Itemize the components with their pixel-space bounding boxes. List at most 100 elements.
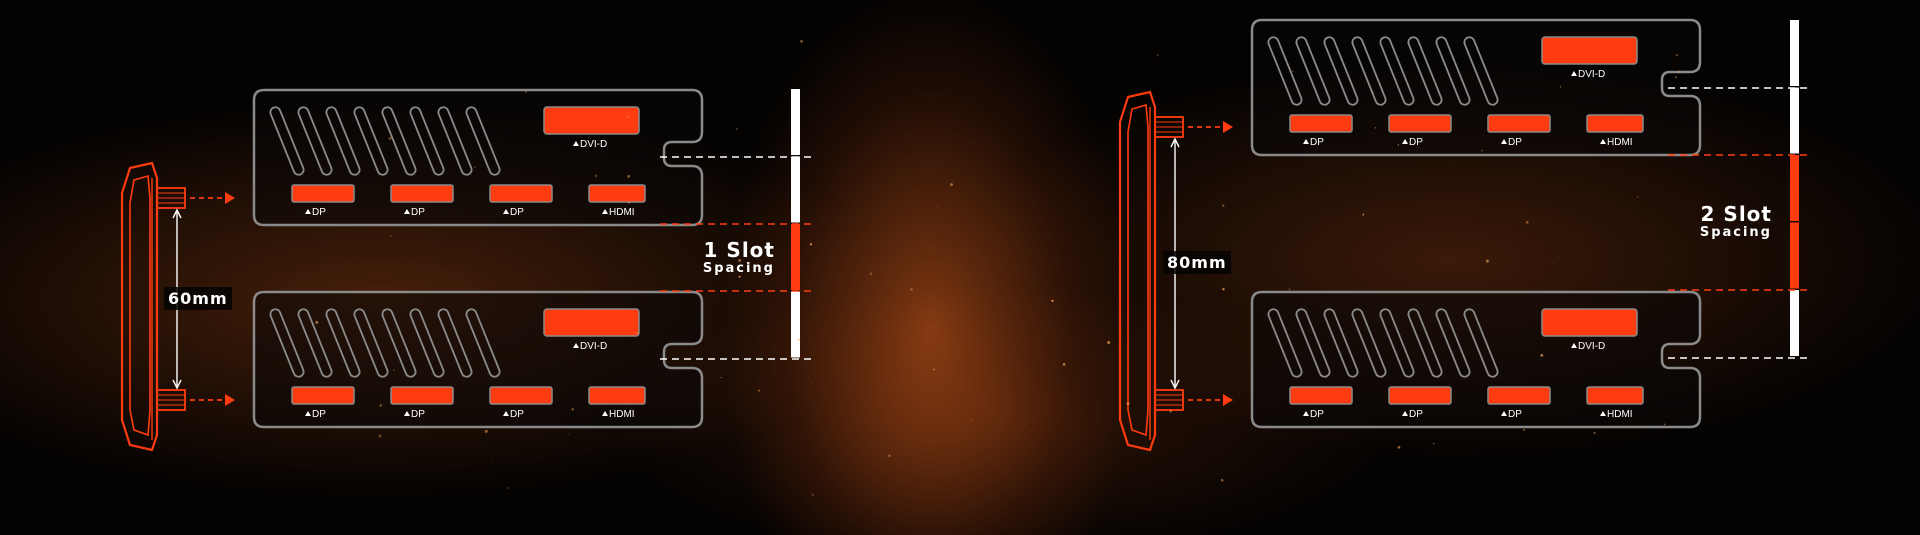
- light-particle: [1362, 214, 1364, 216]
- slot-count-text-1: 1 Slot: [703, 240, 775, 260]
- light-particle: [1170, 410, 1172, 412]
- port-label: DP: [1310, 137, 1324, 148]
- port-label: DVI-D: [1578, 341, 1605, 352]
- light-particle: [628, 202, 630, 204]
- light-particle: [910, 288, 913, 291]
- light-particle: [1127, 402, 1130, 405]
- light-particle: [812, 494, 814, 496]
- light-particle: [1523, 429, 1525, 431]
- port-label: DP: [312, 207, 326, 218]
- light-particle: [1433, 443, 1435, 445]
- light-particle: [1678, 71, 1680, 73]
- light-particle: [812, 383, 813, 384]
- slot-segment: [1790, 155, 1799, 221]
- light-particle: [1221, 479, 1224, 482]
- port-label: DP: [1409, 137, 1423, 148]
- port-label: DP: [510, 409, 524, 420]
- light-particle: [1068, 336, 1069, 337]
- light-particle: [1526, 221, 1529, 224]
- light-particle: [1560, 86, 1561, 87]
- light-particle: [1486, 260, 1489, 263]
- bridge-inner: [1128, 105, 1148, 435]
- light-particle: [525, 91, 527, 93]
- light-particle: [1482, 150, 1483, 151]
- distance-label-2: 80mm: [1163, 251, 1231, 274]
- light-particle: [1676, 54, 1678, 56]
- slot-spacing-word-1: Spacing: [703, 262, 775, 275]
- displayport-port: [292, 387, 354, 404]
- light-particle: [568, 434, 569, 435]
- dvi-port: [1542, 37, 1637, 64]
- slot-segment: [791, 89, 800, 155]
- light-particle: [971, 420, 972, 421]
- light-particle: [595, 175, 597, 177]
- light-particle: [315, 321, 318, 324]
- displayport-port: [1389, 115, 1451, 132]
- light-particle: [636, 332, 638, 334]
- light-particle: [1559, 256, 1560, 257]
- light-particle: [1373, 92, 1374, 93]
- hdmi-port: [589, 387, 645, 404]
- dvi-port: [544, 309, 639, 336]
- displayport-port: [1290, 115, 1352, 132]
- port-label: HDMI: [609, 207, 635, 218]
- light-particle: [870, 272, 873, 275]
- hdmi-port: [1587, 387, 1643, 404]
- port-label: HDMI: [1607, 137, 1633, 148]
- port-label: DP: [1508, 409, 1522, 420]
- light-particle: [739, 276, 741, 278]
- arrow-right-icon: [225, 192, 235, 204]
- arrow-right-icon: [225, 394, 235, 406]
- port-label: DP: [411, 409, 425, 420]
- light-particle: [507, 487, 508, 488]
- light-particle: [1289, 288, 1291, 290]
- light-particle: [758, 390, 760, 392]
- port-label: DVI-D: [1578, 69, 1605, 80]
- displayport-port: [490, 387, 552, 404]
- slot-segment: [791, 157, 800, 223]
- light-particle: [1398, 446, 1401, 449]
- light-particle: [388, 137, 391, 140]
- slot-segment: [1790, 20, 1799, 86]
- light-particle: [380, 404, 382, 406]
- light-particle: [888, 455, 891, 458]
- light-particle: [810, 243, 812, 245]
- light-particle: [1664, 423, 1666, 425]
- hdmi-port: [1587, 115, 1643, 132]
- light-particle: [541, 306, 542, 307]
- light-particle: [736, 128, 738, 130]
- slot-segment-red: [1790, 223, 1799, 289]
- light-particle: [1675, 76, 1677, 78]
- light-particle: [800, 40, 803, 43]
- displayport-port: [391, 185, 453, 202]
- light-particle: [798, 338, 800, 340]
- displayport-port: [490, 185, 552, 202]
- light-particle: [393, 369, 394, 370]
- arrow-right-icon: [1223, 394, 1233, 406]
- light-particle: [1540, 354, 1543, 357]
- light-particle: [492, 461, 493, 462]
- port-label: DP: [1508, 137, 1522, 148]
- light-particle: [1594, 432, 1596, 434]
- light-particle: [390, 235, 391, 236]
- displayport-port: [1389, 387, 1451, 404]
- distance-label-1: 60mm: [164, 287, 232, 310]
- light-particle: [1538, 400, 1539, 401]
- slot-segment: [791, 292, 800, 358]
- light-particle: [1398, 144, 1399, 145]
- port-label: HDMI: [1607, 409, 1633, 420]
- bridge-inner: [130, 176, 150, 435]
- light-particle: [950, 183, 953, 186]
- dvi-port: [1542, 309, 1637, 336]
- graphics-card-bracket-2-1: DVI-D DP DP DP HDMI: [1252, 20, 1700, 155]
- light-particle: [571, 408, 574, 411]
- light-particle: [1375, 127, 1377, 129]
- light-particle: [474, 166, 476, 168]
- port-label: DP: [312, 409, 326, 420]
- port-label: DP: [1409, 409, 1423, 420]
- light-particle: [1637, 196, 1638, 197]
- slot-spacing-label-1: 1 Slot Spacing: [703, 240, 775, 275]
- light-particle: [1107, 341, 1110, 344]
- light-particle: [1051, 300, 1053, 302]
